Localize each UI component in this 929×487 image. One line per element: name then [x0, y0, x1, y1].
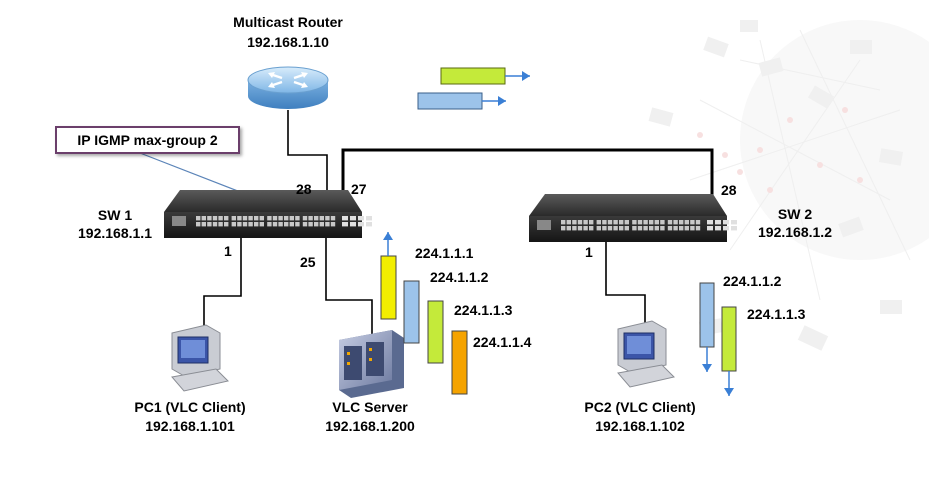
- sw2-port-28: 28: [721, 182, 737, 198]
- link-sw1-sw2: [341, 148, 714, 226]
- server-name: VLC Server: [332, 399, 408, 415]
- arrow-right-icon: [482, 96, 506, 106]
- sw1-port-1: 1: [224, 243, 232, 259]
- pc2-computer-icon: [617, 320, 675, 388]
- pc2-stream-bar-1: [699, 282, 715, 348]
- server-stream-bar-1: [380, 255, 397, 320]
- server-stream-bar-4: [451, 330, 468, 395]
- igmp-callout-text: IP IGMP max-group 2: [77, 132, 218, 148]
- links: [139, 110, 714, 335]
- router-ip: 192.168.1.10: [247, 34, 329, 50]
- server-ip: 192.168.1.200: [325, 418, 415, 434]
- sw1-name: SW 1: [97, 207, 133, 223]
- link-sw1-server: [325, 228, 373, 335]
- igmp-callout: IP IGMP max-group 2: [55, 126, 240, 154]
- link-router-sw1: [287, 110, 328, 223]
- pc2-stream-label-1: 224.1.1.2: [723, 273, 782, 289]
- arrow-down-icon: [702, 347, 712, 372]
- server-stream-label-4: 224.1.1.4: [473, 334, 532, 350]
- pc1-computer-icon: [171, 324, 229, 392]
- server-stream-bar-3: [427, 300, 444, 364]
- sw1-switch-icon: [164, 190, 362, 238]
- server-stream-bar-2: [403, 280, 420, 344]
- sw1-port-27: 27: [351, 181, 367, 197]
- packet-blue-horizontal: [417, 92, 483, 110]
- sw2-ip: 192.168.1.2: [758, 224, 832, 240]
- pc1-ip: 192.168.1.101: [145, 418, 235, 434]
- vlc-server-icon: [339, 330, 404, 398]
- switch-ports: [196, 216, 737, 231]
- multicast-router-icon: [247, 66, 329, 109]
- arrow-up-icon: [383, 232, 393, 256]
- sw2-port-1: 1: [585, 244, 593, 260]
- sw1-port-panel: [172, 216, 186, 226]
- pc2-name: PC2 (VLC Client): [584, 399, 696, 415]
- sw2-ports: [561, 220, 737, 231]
- sw2-switch-icon: [529, 194, 727, 242]
- sw2-name: SW 2: [777, 206, 813, 222]
- pc2-stream-bar-2: [721, 306, 737, 372]
- link-sw2-pc2: [605, 232, 646, 325]
- pc2-ip: 192.168.1.102: [595, 418, 685, 434]
- multicast-streams: [380, 67, 737, 396]
- server-stream-label-1: 224.1.1.1: [415, 245, 474, 261]
- sw1-port-25: 25: [300, 254, 316, 270]
- router-name: Multicast Router: [233, 14, 343, 30]
- arrow-down-icon: [724, 371, 734, 396]
- server-stream-label-3: 224.1.1.3: [454, 302, 513, 318]
- packet-green-horizontal: [440, 67, 506, 85]
- pc2-stream-label-2: 224.1.1.3: [747, 306, 806, 322]
- pc1-name: PC1 (VLC Client): [134, 399, 246, 415]
- sw1-port-28: 28: [296, 181, 312, 197]
- arrow-right-icon: [505, 71, 530, 81]
- sw1-ip: 192.168.1.1: [78, 225, 152, 241]
- sw1-ports: [196, 216, 372, 227]
- link-sw1-pc1: [203, 228, 242, 330]
- server-stream-label-2: 224.1.1.2: [430, 269, 489, 285]
- background-decoration: [648, 20, 929, 351]
